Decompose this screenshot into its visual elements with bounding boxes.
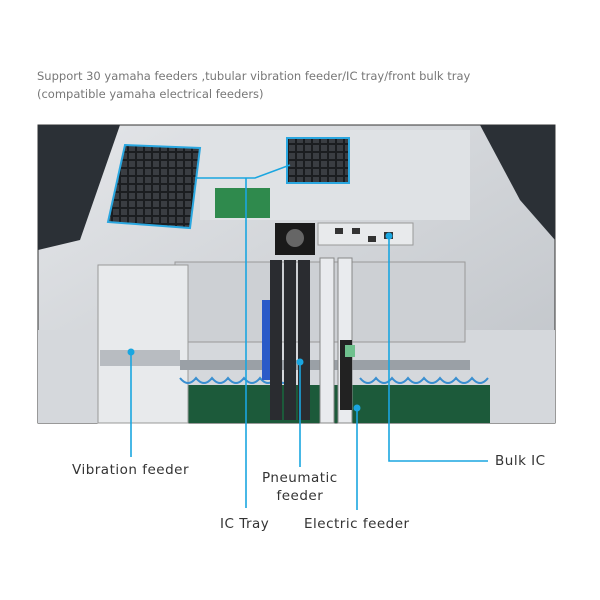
- label-ic-tray: IC Tray: [220, 516, 270, 532]
- bulk-ic-callout-line: [388, 236, 488, 462]
- label-vibration-feeder: Vibration feeder: [72, 462, 190, 478]
- label-electric-feeder: Electric feeder: [304, 516, 410, 532]
- bulk-ic-tray: [317, 222, 414, 246]
- label-bulk-ic: Bulk IC: [495, 453, 546, 469]
- caption-line-2: (compatible yamaha electrical feeders): [37, 87, 264, 101]
- electric-feeders: [319, 257, 355, 424]
- label-pneumatic-feeder: Pneumatic feeder: [262, 469, 338, 505]
- label-pneumatic-line2: feeder: [276, 488, 324, 504]
- pcb-board: [215, 188, 270, 218]
- callout-lines: [130, 164, 488, 510]
- callout-dots: [127, 232, 393, 412]
- ic-tray-right: [286, 137, 350, 184]
- ic-tray-callout-top: [195, 164, 291, 179]
- ic-tray-left: [106, 143, 202, 230]
- pneumatic-feeders: [262, 260, 310, 420]
- label-pneumatic-line1: Pneumatic: [262, 470, 338, 486]
- caption-line-1: Support 30 yamaha feeders ,tubular vibra…: [37, 69, 471, 83]
